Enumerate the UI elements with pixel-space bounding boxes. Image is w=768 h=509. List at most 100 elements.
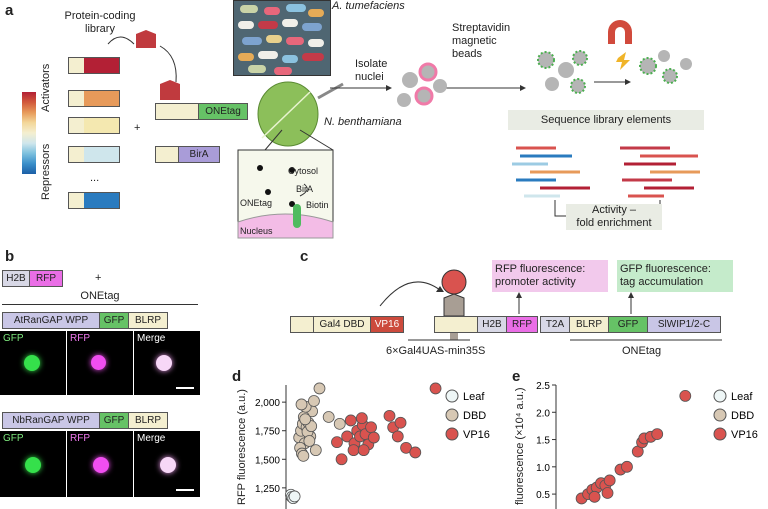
micrograph-gfp-2: GFP <box>0 431 66 497</box>
onetag-bracket <box>2 304 198 305</box>
sequence-label: Sequence library elements <box>540 114 672 126</box>
micrograph-gfp-1: GFP <box>0 331 66 395</box>
rfp-fluorescence-box: RFP fluorescence: promoter activity <box>492 260 608 292</box>
plus-sign-a: + <box>134 122 141 134</box>
beads-label: Streptavidin magnetic beads <box>452 22 511 60</box>
data-point-vp16 <box>355 412 368 425</box>
legend-marker-dbd <box>713 408 727 422</box>
library-ellipsis: ... <box>90 172 100 184</box>
legend-label-vp16: VP16 <box>731 429 758 441</box>
gfp-fluorescence-box: GFP fluorescence: tag accumulation <box>617 260 733 292</box>
data-point-vp16 <box>391 430 404 443</box>
data-point-leaf <box>288 490 301 503</box>
onetag-c-label: ONEtag <box>622 345 662 357</box>
library-construct-4 <box>68 146 120 163</box>
legend-label-dbd: DBD <box>731 410 754 422</box>
panel-label-b: b <box>5 248 15 265</box>
data-point-dbd <box>299 413 312 426</box>
micrograph-merge-1: Merge <box>134 331 200 395</box>
panel-label-a: a <box>5 2 14 19</box>
vp16-box: VP16 <box>370 316 404 333</box>
legend-marker-vp16 <box>713 427 727 441</box>
library-construct-3 <box>68 117 120 134</box>
gfp-box-1: GFP <box>99 312 129 329</box>
bira-tag: BirA <box>178 146 220 163</box>
legend-label-leaf: Leaf <box>463 391 485 403</box>
data-point-dbd <box>333 417 346 430</box>
library-construct-2 <box>68 90 120 107</box>
nucleus-label: Nucleus <box>240 226 273 236</box>
gfp-c-box: GFP <box>608 316 648 333</box>
sequence-box <box>508 110 704 130</box>
data-point-vp16 <box>429 382 442 395</box>
data-point-dbd <box>295 398 308 411</box>
data-point-vp16 <box>341 430 354 443</box>
legend-marker-vp16 <box>445 427 459 441</box>
micrograph-rfp-1: RFP <box>67 331 133 395</box>
data-point-dbd <box>308 395 320 407</box>
rfp-box: RFP <box>29 270 63 287</box>
legend-label-leaf: Leaf <box>731 391 753 403</box>
agrobacterium-label: A. tumefaciens <box>332 0 405 12</box>
y-tick-label: 1,500 <box>255 455 280 466</box>
activity-label: Activity – fold enrichment <box>566 204 662 230</box>
legend-label-dbd: DBD <box>463 410 486 422</box>
onetag-inset-label: ONEtag <box>240 198 273 208</box>
onetag-b-label: ONEtag <box>80 290 120 302</box>
y-tick-label: 2,000 <box>255 398 280 409</box>
data-point-dbd <box>322 411 335 423</box>
activity-color-scale <box>22 92 36 174</box>
blrp-box-2: BLRP <box>128 412 168 429</box>
rfp-c-box: RFP <box>506 316 538 333</box>
plus-sign-b: + <box>95 272 102 284</box>
data-point-vp16 <box>621 460 633 473</box>
y-tick-label: 2.5 <box>536 381 550 392</box>
chart-d-ylabel: RFP fluorescence (a.u.) <box>236 389 248 505</box>
legend-marker-leaf <box>713 389 727 403</box>
data-point-vp16 <box>383 409 396 422</box>
data-point-vp16 <box>331 436 343 449</box>
data-point-vp16 <box>344 414 357 427</box>
y-tick-label: 1,250 <box>255 484 280 495</box>
data-point-dbd <box>303 435 316 447</box>
bacteria-culture-box <box>233 0 331 76</box>
bira-inset-label: BirA <box>296 184 314 194</box>
isolate-nuclei-label: Isolate nuclei <box>355 58 388 83</box>
data-point-vp16 <box>588 490 601 503</box>
promoter-label: 6×Gal4UAS-min35S <box>386 345 486 357</box>
t2a-box: T2A <box>540 316 570 333</box>
panel-label-c: c <box>300 248 309 265</box>
data-point-vp16 <box>409 446 422 459</box>
data-point-vp16 <box>394 416 407 429</box>
data-point-dbd <box>313 382 326 395</box>
data-point-vp16 <box>601 487 614 499</box>
data-point-dbd <box>309 444 322 457</box>
h2b-box: H2B <box>2 270 30 287</box>
library-construct-1 <box>68 57 120 74</box>
data-point-vp16 <box>367 431 380 444</box>
data-point-vp16 <box>603 474 616 487</box>
biotin-label: Biotin <box>306 200 329 210</box>
blrp-c-box: BLRP <box>569 316 609 333</box>
legend-label-vp16: VP16 <box>463 429 490 441</box>
h2b-c-box: H2B <box>477 316 507 333</box>
legend-marker-leaf <box>445 389 459 403</box>
panel-label-e: e <box>512 368 521 385</box>
bacteria-cells <box>238 4 324 75</box>
benthamiana-label: N. benthamiana <box>324 116 402 128</box>
library-construct-5 <box>68 192 120 209</box>
library-label: Protein-coding library <box>64 10 136 35</box>
y-tick-label: 0.5 <box>536 490 550 501</box>
onetag-tag: ONEtag <box>198 103 248 120</box>
cytosol-label: Cytosol <box>288 166 319 176</box>
data-point-dbd <box>297 449 310 462</box>
y-tick-label: 1.5 <box>536 436 550 447</box>
chart-e-ylabel: fluorescence (×10⁴ a.u.) <box>514 387 526 505</box>
data-point-vp16 <box>357 444 370 457</box>
data-point-vp16 <box>679 390 692 402</box>
blrp-box-1: BLRP <box>128 312 168 329</box>
slwip-box: SlWIP1/2-C <box>647 316 721 333</box>
